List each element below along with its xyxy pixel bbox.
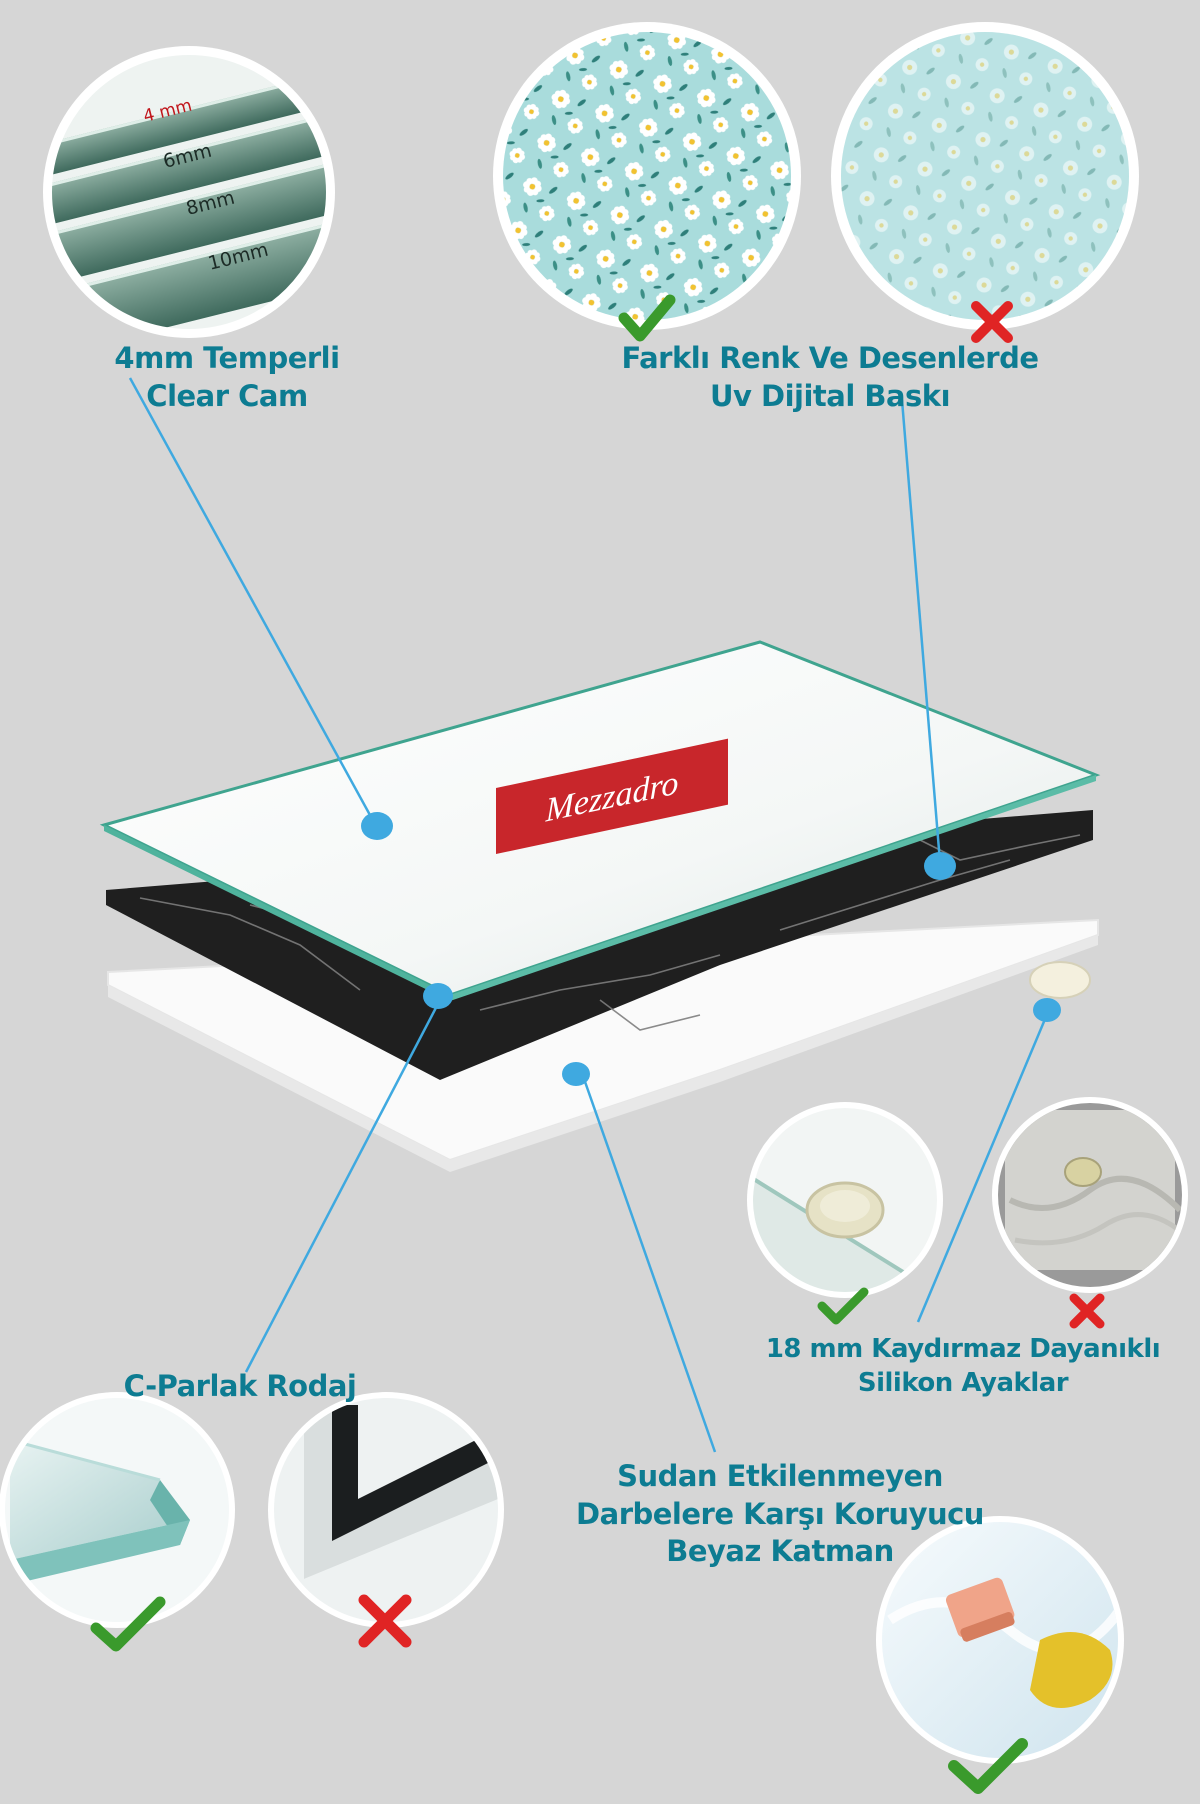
print-label: Farklı Renk Ve Desenlerde Uv Dijital Bas… [600, 340, 1060, 415]
glass-label-line-2: Clear Cam [146, 378, 308, 413]
glass-label: 4mm Temperli Clear Cam [82, 340, 372, 415]
check-mark-icon [817, 1287, 869, 1325]
print-label-line-1: Farklı Renk Ve Desenlerde [621, 341, 1039, 375]
print-bad-circle [831, 22, 1139, 330]
water-resistance-circle [876, 1516, 1124, 1764]
layer-label-line-3: Beyaz Katman [666, 1534, 894, 1569]
layer-label-line-2: Darbelere Karşı Koruyucu [576, 1496, 984, 1531]
pointer-dots [361, 812, 1061, 1086]
print-good-circle [493, 22, 801, 330]
feet-good-circle [747, 1102, 943, 1298]
edge-label: C-Parlak Rodaj [90, 1368, 390, 1406]
feet-label-line-1: 18 mm Kaydırmaz Dayanıklı [765, 1334, 1161, 1364]
layer-label: Sudan Etkilenmeyen Darbelere Karşı Koruy… [570, 1458, 990, 1571]
layer-stack: Mezzadro [99, 640, 1101, 1172]
layer-label-line-1: Sudan Etkilenmeyen [617, 1459, 943, 1493]
glass-label-line-1: 4mm Temperli [114, 341, 340, 375]
check-mark-icon [618, 294, 676, 342]
silicone-foot [1029, 961, 1091, 999]
cross-mark-icon [971, 301, 1013, 343]
edge-label-text: C-Parlak Rodaj [123, 1369, 357, 1403]
glass-thickness-circle: 4 mm 6mm 8mm 10mm [43, 46, 335, 338]
feet-label-line-2: Silikon Ayaklar [857, 1367, 1069, 1398]
check-mark-icon [948, 1738, 1028, 1794]
edge-bad-circle [268, 1392, 504, 1628]
brand-logo: Mezzadro [496, 738, 728, 854]
pointer-lines [128, 377, 1050, 1453]
edge-good-circle [0, 1392, 235, 1628]
feet-bad-circle [992, 1097, 1188, 1293]
print-label-line-2: Uv Dijital Baskı [709, 378, 951, 413]
cross-mark-icon [1069, 1293, 1105, 1329]
cross-mark-icon [358, 1594, 412, 1648]
feet-label: 18 mm Kaydırmaz Dayanıklı Silikon Ayakla… [738, 1333, 1188, 1401]
check-mark-icon [90, 1596, 166, 1652]
